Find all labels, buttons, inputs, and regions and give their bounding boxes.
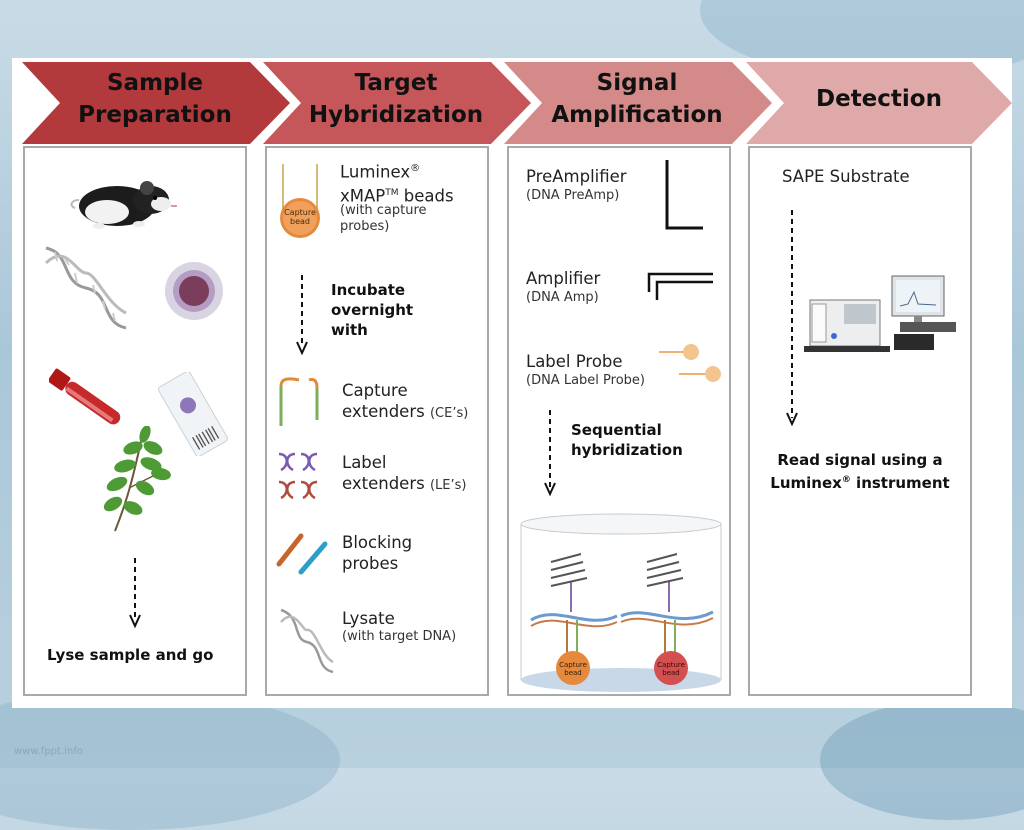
label-probe-subtitle: (DNA Label Probe) [526, 373, 645, 388]
sequential-line: Sequential [571, 421, 662, 439]
registered-mark: ® [410, 163, 421, 174]
step-label-line: Signal [596, 70, 678, 96]
bead-label-line: bead [662, 669, 680, 677]
bead-label-line: Capture [284, 208, 316, 217]
incubate-line: with [331, 321, 368, 339]
step-label-line: Detection [816, 86, 942, 112]
panel-sample-preparation: Lyse sample and go [23, 146, 247, 696]
dashed-down-arrow [544, 410, 556, 497]
bead-label-line: Capture [657, 661, 685, 669]
incubate-text: Incubate overnight with [331, 280, 413, 340]
chevron-sample-preparation [22, 62, 290, 144]
dashed-down-arrow [129, 558, 141, 629]
label-ext-line: Label [342, 453, 387, 472]
dashed-down-arrow [786, 210, 798, 427]
incubate-line: overnight [331, 301, 414, 319]
capture-bead-icon [280, 164, 320, 238]
luminex-sub-line: (with capture [340, 203, 427, 218]
preamp-text: PreAmplifier [526, 167, 627, 186]
read-instrument: instrument [850, 474, 950, 492]
bead-label-line: bead [290, 217, 310, 226]
substrate-text: SAPE Substrate [782, 167, 910, 186]
lysate-subtitle: (with target DNA) [342, 629, 457, 644]
label-ext-line: extenders [342, 474, 425, 493]
incubate-line: Incubate [331, 281, 406, 299]
blocking-line: probes [342, 554, 399, 573]
step-label-line: Hybridization [308, 102, 484, 128]
mouse-icon [70, 181, 177, 229]
capture-extenders-text: Capture extenders (CE’s) [342, 380, 468, 422]
background-blob [820, 700, 1024, 820]
cell-icon [165, 262, 223, 320]
dashed-down-arrow [296, 275, 308, 356]
preamplifier-icon [665, 160, 703, 230]
capture-line: extenders [342, 402, 425, 421]
blocking-probes-text: Blocking probes [342, 532, 412, 574]
background-blob [0, 690, 340, 830]
bead-label-line: bead [564, 669, 582, 677]
sample-caption: Lyse sample and go [47, 646, 214, 664]
lysate-text: Lysate [342, 609, 395, 628]
step-label-line: Target [354, 70, 438, 96]
xmap-prefix: xMAP [340, 186, 386, 205]
panel-detection: SAPE Substrate Read signal using a Lumin… [748, 146, 972, 696]
read-luminex: Luminex [770, 474, 842, 492]
dna-helix-icon [280, 608, 334, 674]
label-extenders-text: Label extenders (LE’s) [342, 452, 466, 494]
trademark-mark: TM [385, 187, 399, 198]
assay-well-diagram [520, 513, 722, 692]
blocking-line: Blocking [342, 533, 413, 552]
label-extender-icon [278, 452, 318, 500]
read-line: Read signal using a [777, 451, 943, 469]
microscope-slide-icon [158, 372, 228, 456]
footer-url: www.fppt.info [14, 746, 83, 757]
blocking-probes-icon [276, 533, 328, 575]
panel-signal-amplification: PreAmplifier (DNA PreAmp) Amplifier (DNA… [507, 146, 731, 696]
label-ext-abbr: (LE’s) [429, 478, 467, 493]
chevron-target-hybridization [263, 62, 531, 144]
capture-line: Capture [342, 381, 408, 400]
luminex-name: Luminex [340, 162, 411, 182]
luminex-title: Luminex® xMAPTM beads [340, 158, 454, 206]
step-label-line: Amplification [551, 102, 723, 128]
dna-helix-icon [44, 246, 127, 330]
luminex-sub-line: probes) [340, 219, 390, 234]
chevron-detection [746, 62, 1012, 144]
chevron-signal-amplification [504, 62, 772, 144]
registered-mark: ® [841, 475, 851, 485]
luminex-instrument-icon [804, 275, 956, 352]
plant-leaves-icon [103, 426, 171, 532]
preamp-subtitle: (DNA PreAmp) [526, 188, 620, 203]
read-signal-text: Read signal using a Luminex® instrument [750, 450, 970, 493]
label-probe-text: Label Probe [526, 352, 623, 371]
xmap-suffix: beads [398, 186, 454, 205]
capture-abbr: (CE’s) [429, 406, 469, 421]
sequential-text: Sequential hybridization [571, 420, 683, 460]
bead-label-line: Capture [559, 661, 587, 669]
step-label-line: Sample [106, 70, 203, 96]
capture-extender-icon [279, 377, 319, 426]
amp-text: Amplifier [526, 269, 601, 288]
blood-tube-icon [49, 368, 121, 425]
amplifier-icon [647, 272, 713, 300]
sequential-line: hybridization [571, 441, 683, 459]
label-probe-icon [659, 344, 721, 382]
step-label-line: Preparation [78, 102, 232, 128]
step-title-detection: Detection [784, 58, 974, 140]
amp-subtitle: (DNA Amp) [526, 290, 599, 305]
